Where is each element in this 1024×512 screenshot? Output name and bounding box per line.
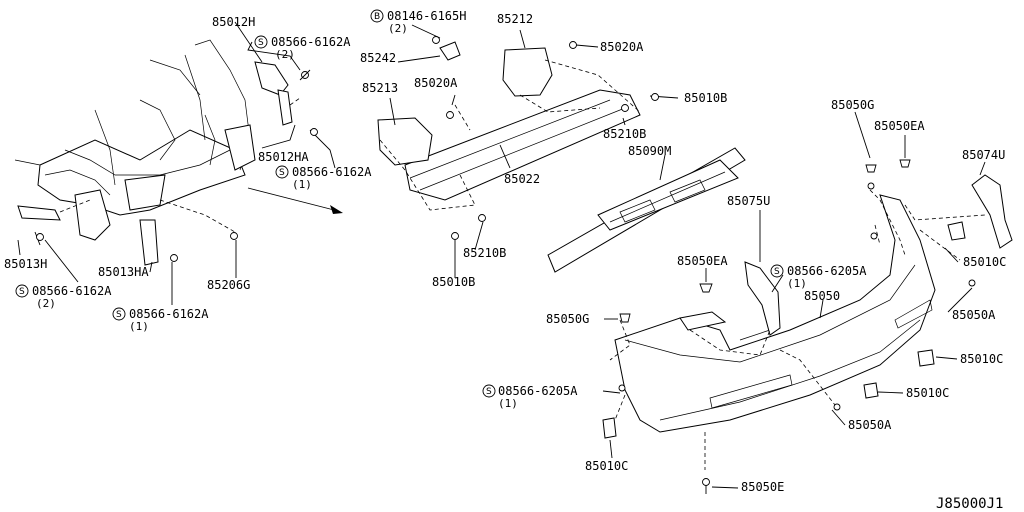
label-85210B: 85210B — [603, 127, 646, 141]
label-08566-6205A: 08566-6205A — [498, 384, 578, 398]
label-85050A: 85050A — [952, 308, 996, 322]
label-85012HA: 85012HA — [258, 150, 309, 164]
bolt-icon — [968, 279, 976, 287]
label-85242: 85242 — [360, 51, 396, 65]
screw-symbols: S S S S B S S — [15, 9, 784, 398]
screw-s-icon: S — [112, 307, 126, 321]
label-85210B: 85210B — [463, 246, 506, 260]
bolt-icon — [299, 69, 311, 81]
label-85050A: 85050A — [848, 418, 892, 432]
bolt-icon — [432, 36, 440, 44]
bolt-icon — [451, 232, 459, 240]
bolt-b-icon: B — [370, 9, 384, 23]
label-85010B: 85010B — [684, 91, 727, 105]
bolt-icon — [310, 128, 318, 136]
bolt-icon — [230, 232, 238, 240]
label-qty: (2) — [388, 22, 408, 35]
label-85010B: 85010B — [432, 275, 475, 289]
svg-text:S: S — [279, 168, 285, 178]
bolt-icon — [618, 384, 626, 392]
bolt-icon — [833, 403, 841, 411]
label-85206G: 85206G — [207, 278, 250, 292]
part-labels: 85012H 08566-6162A (2) 85012HA 08566-616… — [4, 9, 1006, 512]
bolt-icon — [170, 254, 178, 262]
screw-s-icon: S — [254, 35, 268, 49]
label-85050: 85050 — [804, 289, 840, 303]
label-qty: (1) — [787, 277, 807, 290]
label-85013H: 85013H — [4, 257, 47, 271]
label-85050G: 85050G — [831, 98, 874, 112]
clip-icon — [899, 159, 911, 168]
reinforcement-beam-85022 — [377, 41, 641, 211]
left-brackets — [17, 61, 301, 266]
label-08566-6162A: 08566-6162A — [271, 35, 351, 49]
bumper-fascia-85050 — [614, 194, 936, 433]
bolt-icon — [621, 104, 629, 112]
right-dash-lines — [609, 189, 986, 470]
svg-text:S: S — [19, 287, 25, 297]
bolt-icon — [478, 214, 486, 222]
screw-s-icon: S — [770, 264, 784, 278]
label-85212: 85212 — [497, 12, 533, 26]
label-85010C: 85010C — [585, 459, 628, 473]
label-08566-6205A: 08566-6205A — [787, 264, 867, 278]
label-qty: (1) — [498, 397, 518, 410]
label-85050EA: 85050EA — [874, 119, 925, 133]
clip-icon — [699, 283, 713, 293]
label-08566-6162A: 08566-6162A — [32, 284, 112, 298]
label-08566-6162A: 08566-6162A — [129, 307, 209, 321]
label-85013HA: 85013HA — [98, 265, 149, 279]
label-qty: (2) — [36, 297, 56, 310]
label-85050EA: 85050EA — [677, 254, 728, 268]
left-leaders — [17, 21, 336, 305]
diagram-id: J85000J1 — [936, 496, 1003, 512]
svg-text:B: B — [374, 12, 380, 22]
screw-s-icon: S — [275, 165, 289, 179]
direction-arrow — [247, 187, 343, 214]
label-85020A: 85020A — [600, 40, 644, 54]
label-85213: 85213 — [362, 81, 398, 95]
svg-text:S: S — [486, 387, 492, 397]
label-qty: (2) — [275, 48, 295, 61]
svg-text:S: S — [116, 310, 122, 320]
label-qty: (1) — [129, 320, 149, 333]
svg-text:S: S — [774, 267, 780, 277]
label-85010C: 85010C — [963, 255, 1006, 269]
label-85010C: 85010C — [960, 352, 1003, 366]
bolt-icon — [569, 41, 577, 49]
bolt-icon — [446, 111, 454, 119]
clip-icon — [619, 313, 631, 323]
bolt-icon — [870, 232, 878, 240]
bolt-icon — [867, 182, 875, 190]
svg-text:S: S — [258, 38, 264, 48]
label-85022: 85022 — [504, 172, 540, 186]
label-85075U: 85075U — [727, 194, 770, 208]
bolt-icon — [702, 478, 710, 494]
label-85020A: 85020A — [414, 76, 458, 90]
energy-absorber-85090M — [547, 147, 746, 273]
label-08566-6162A: 08566-6162A — [292, 165, 372, 179]
label-08146-6165H: 08146-6165H — [387, 9, 466, 23]
vehicle-body-illustration — [14, 39, 256, 241]
bolt-icon — [36, 233, 44, 241]
label-85074U: 85074U — [962, 148, 1005, 162]
label-85010C: 85010C — [906, 386, 949, 400]
label-85050G: 85050G — [546, 312, 589, 326]
side-brackets — [602, 174, 1013, 439]
right-leaders — [602, 111, 986, 489]
fastener-icons — [36, 36, 976, 494]
center-leaders — [389, 24, 679, 278]
clip-icon — [865, 164, 877, 173]
screw-s-icon: S — [482, 384, 496, 398]
label-85050E: 85050E — [741, 480, 784, 494]
label-85090M: 85090M — [628, 144, 671, 158]
label-85012H: 85012H — [212, 15, 255, 29]
bolt-icon — [651, 93, 659, 101]
screw-s-icon: S — [15, 284, 29, 298]
label-qty: (1) — [292, 178, 312, 191]
